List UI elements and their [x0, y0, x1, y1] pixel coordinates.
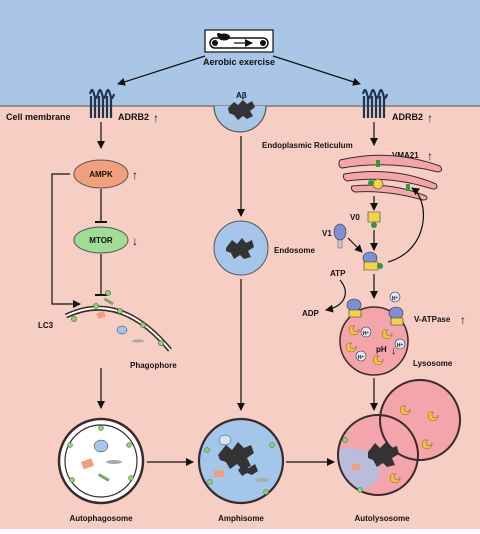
endosome-abeta	[226, 238, 254, 259]
vma21-label: VMA21	[392, 151, 419, 160]
lysosome-label: Lysosome	[413, 359, 453, 368]
adrb2-left-up-arrow: ↑	[153, 111, 159, 125]
aerobic-exercise-label: Aerobic exercise	[203, 57, 275, 67]
adrb2-receptor-left	[88, 88, 116, 118]
h-plus-label-2: H⁺	[363, 331, 370, 337]
vma21-up-arrow: ↑	[427, 149, 433, 163]
mtor-node	[73, 226, 129, 254]
vatpase-label: V-ATPase	[414, 315, 451, 324]
mtor-label: MTOR	[89, 236, 113, 245]
v0-on-er	[368, 178, 384, 190]
extracellular-region	[0, 0, 480, 106]
lc3-label: LC3	[38, 321, 54, 330]
ph-label: pH	[376, 345, 387, 354]
cell-membrane-label: Cell membrane	[6, 112, 71, 122]
ampk-up-arrow: ↑	[132, 168, 138, 182]
autolysosome-label: Autolysosome	[354, 514, 410, 523]
h-plus-label-3: H⁺	[397, 343, 404, 349]
amphisome	[197, 417, 285, 505]
v1-label: V1	[322, 229, 332, 238]
amphisome-label: Amphisome	[218, 514, 264, 523]
arrow-exercise-to-left-receptor	[117, 55, 206, 86]
abeta-label: Aβ	[236, 91, 247, 100]
autophagosome-label: Autophagosome	[69, 514, 133, 523]
vatpase-up-arrow: ↑	[460, 313, 466, 327]
arrow-ampk-to-phagophore	[51, 173, 81, 308]
lysosome-vatpase	[346, 298, 404, 326]
adp-label: ADP	[302, 309, 320, 318]
er-label: Endoplasmic Reticulum	[262, 141, 353, 150]
vma21-protein	[376, 160, 380, 167]
vma21-protein-2	[406, 184, 410, 191]
adrb2-receptor-right	[361, 88, 389, 118]
phagophore-label: Phagophore	[130, 361, 177, 370]
arrow-vma21-recycle	[387, 187, 424, 263]
arrow-atp-to-adp	[325, 279, 346, 313]
lysosome-enzymes	[345, 325, 393, 366]
vatpase-assembly	[362, 251, 383, 271]
adrb2-right-up-arrow: ↑	[427, 111, 433, 125]
v0-complex	[367, 211, 381, 228]
abeta-aggregate	[228, 100, 255, 120]
phagophore	[64, 290, 172, 352]
arrow-v1-to-assembly	[347, 237, 363, 253]
adrb2-left-label: ADRB2	[118, 112, 149, 122]
endosome-label: Endosome	[274, 246, 315, 255]
endoplasmic-reticulum	[338, 154, 443, 201]
ph-down-arrow: ↓	[391, 345, 397, 357]
h-plus-label-4: H⁺	[358, 355, 365, 361]
atp-label: ATP	[330, 269, 346, 278]
v1-complex	[333, 223, 347, 249]
proton-ions	[355, 291, 406, 362]
h-plus-label-1: H⁺	[392, 296, 399, 302]
treadmill-mouse-icon	[204, 29, 274, 53]
ampk-node	[73, 159, 129, 189]
mtor-down-arrow: ↓	[132, 234, 138, 248]
arrow-exercise-to-right-receptor	[272, 55, 361, 86]
adrb2-right-label: ADRB2	[392, 112, 423, 122]
abeta-membrane-pocket	[213, 105, 267, 133]
ampk-label: AMPK	[89, 170, 113, 179]
autophagosome	[57, 417, 145, 505]
v0-label: V0	[350, 213, 360, 222]
